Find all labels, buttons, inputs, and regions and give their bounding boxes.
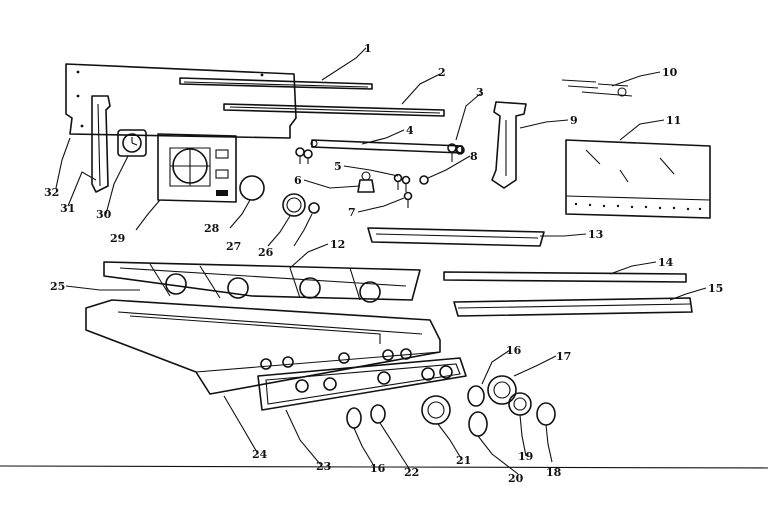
baseline — [0, 465, 768, 469]
part-26-fitting — [308, 202, 320, 214]
callout-13: 13 — [588, 228, 603, 241]
part-21-knob — [421, 395, 451, 425]
part-10-hardware — [561, 79, 633, 97]
callout-20: 20 — [508, 472, 524, 485]
callout-4: 4 — [406, 124, 414, 137]
part-18-knob — [536, 402, 556, 426]
part-20-knob — [468, 411, 488, 437]
part-8-orifice — [419, 175, 429, 185]
callout-31: 31 — [60, 202, 75, 215]
callout-28: 28 — [204, 222, 220, 235]
callout-30: 30 — [96, 208, 112, 221]
part-19-knob — [508, 392, 532, 416]
part-22-knob — [370, 404, 386, 424]
part-32-back-panel — [65, 63, 297, 139]
callout-18: 18 — [546, 466, 562, 479]
callout-23: 23 — [316, 460, 331, 473]
callout-12: 12 — [330, 238, 345, 251]
part-13-channel — [367, 227, 545, 247]
part-27-bezel — [282, 193, 306, 217]
leader-lines — [55, 47, 707, 475]
callout-9: 9 — [570, 114, 578, 127]
callout-14: 14 — [658, 256, 674, 269]
callout-8: 8 — [470, 150, 478, 163]
callout-24: 24 — [252, 448, 268, 461]
part-30-clock — [117, 129, 147, 157]
callouts: 1 2 3 4 5 6 7 8 9 10 11 12 13 14 15 16 1… — [44, 42, 723, 485]
callout-3: 3 — [476, 86, 484, 99]
part-15-front-rail — [453, 297, 693, 317]
part-14-trim-strip — [443, 271, 687, 283]
callout-26: 26 — [258, 246, 274, 259]
callout-7: 7 — [348, 206, 356, 219]
part-11-glass-panel — [565, 139, 711, 219]
callout-29: 29 — [110, 232, 125, 245]
callout-27: 27 — [226, 240, 241, 253]
callout-5: 5 — [334, 160, 342, 173]
callout-22: 22 — [404, 466, 419, 479]
part-2-rail — [223, 103, 445, 117]
callout-21: 21 — [456, 454, 471, 467]
callout-17: 17 — [556, 350, 571, 363]
part-7-orifice — [403, 191, 413, 208]
callout-15: 15 — [708, 282, 723, 295]
callout-25: 25 — [50, 280, 65, 293]
part-24-cooktop — [85, 299, 441, 395]
callout-10: 10 — [662, 66, 678, 79]
callout-19: 19 — [518, 450, 533, 463]
part-4-manifold-pipe — [310, 139, 464, 154]
part-31-side-bracket — [91, 95, 111, 193]
part-28-ring — [239, 175, 265, 201]
part-12-25-grates — [103, 261, 421, 303]
part-29-control-panel — [157, 133, 237, 203]
callout-16-lower: 16 — [370, 462, 386, 475]
part-3-valves — [295, 143, 465, 164]
part-9-bracket — [491, 101, 527, 189]
callout-2: 2 — [438, 66, 446, 79]
part-17-knob — [487, 375, 517, 405]
part-16-knob-lower — [346, 407, 362, 429]
callout-16-upper: 16 — [506, 344, 522, 357]
part-1-rail — [179, 77, 373, 90]
part-16-knob-upper — [467, 385, 485, 407]
part-23-control-bezel — [257, 357, 467, 411]
callout-11: 11 — [666, 114, 681, 127]
part-6-valve — [357, 171, 375, 193]
callout-32: 32 — [44, 186, 59, 199]
panel-dots — [574, 202, 702, 211]
callout-6: 6 — [294, 174, 302, 187]
callout-1: 1 — [364, 42, 372, 55]
part-5-orifice — [393, 173, 411, 192]
